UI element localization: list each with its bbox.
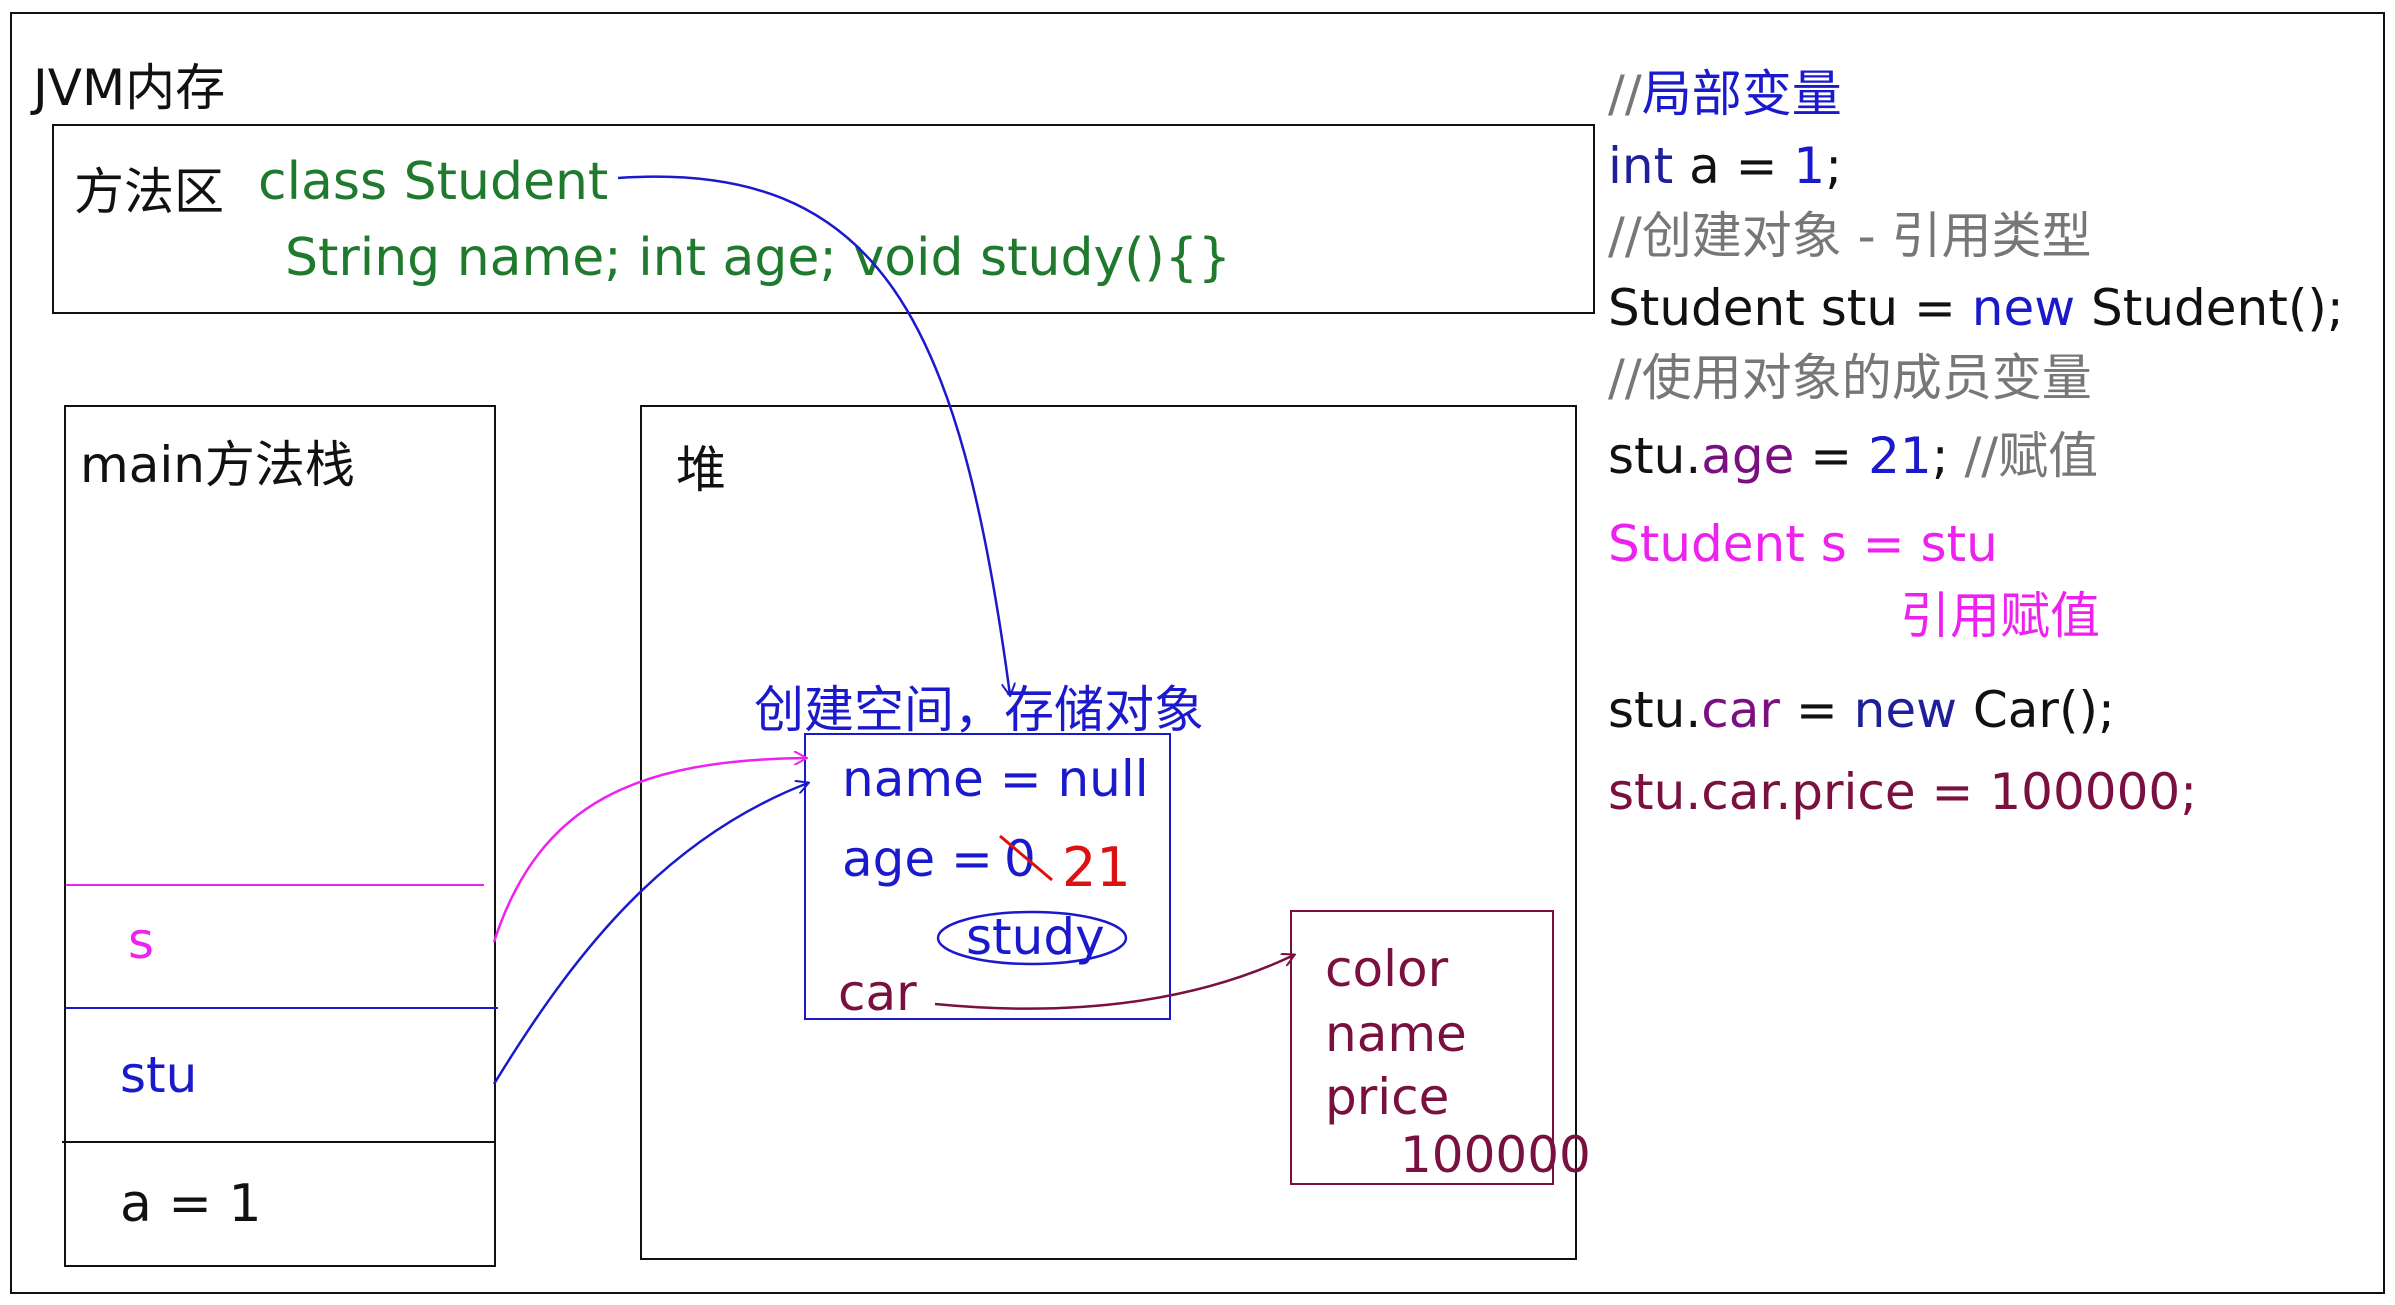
class-members: String name; int age; void study(){} [285,228,1232,288]
field-age-old-value: 0 [1004,830,1036,888]
class-declaration: class Student [258,152,609,212]
code-text: stu. [1608,427,1702,485]
inline-comment: //赋值 [1964,427,2099,485]
keyword-new: new [1853,681,1957,739]
code-comment-create-object: //创建对象 - 引用类型 [1608,207,2092,265]
stack-var-a: a = 1 [120,1174,262,1234]
car-price-value: 100000 [1400,1126,1591,1184]
code-line-int-a: int a = 1; [1608,136,1842,196]
code-text: ; [1825,137,1843,195]
keyword-new: new [1971,279,2076,337]
jvm-memory-title: JVM内存 [33,59,226,117]
code-line-new-student: Student stu = new Student(); [1608,278,2344,338]
method-area-label: 方法区 [74,163,224,221]
code-text: = [1779,681,1854,739]
comment-text: 局部变量 [1641,65,1842,123]
code-line-reference-assign: Student s = stu [1608,515,1998,573]
stack-var-s: s [128,912,155,970]
number-literal: 1 [1793,137,1826,195]
object-caption: 创建空间，存储对象 [754,681,1204,739]
stack-title: main方法栈 [80,436,355,494]
code-text: Student stu = [1608,279,1972,337]
car-field-name: name [1325,1005,1467,1063]
code-line-assign-price: stu.car.price = 100000; [1608,763,2198,821]
field-age-new-value: 21 [1062,836,1131,899]
jvm-memory-frame [10,12,2385,1294]
number-literal: 21 [1868,427,1932,485]
code-line-assign-age: stu.age = 21; //赋值 [1608,426,2098,486]
field-car: car [838,964,917,1022]
stack-var-stu: stu [120,1046,198,1104]
field-ref-car: car [1701,681,1780,739]
keyword-int: int [1608,137,1674,195]
code-text: a = [1673,137,1794,195]
comment-slashes: // [1608,65,1642,123]
field-age-label: age = [842,830,993,888]
code-text: stu. [1608,681,1702,739]
field-ref-age: age [1701,427,1795,485]
reference-assign-note: 引用赋值 [1900,587,2100,645]
code-line-new-car: stu.car = new Car(); [1608,680,2115,740]
car-field-color: color [1325,940,1449,998]
heap-title: 堆 [676,441,726,499]
code-comment-member-var: //使用对象的成员变量 [1608,349,2092,407]
car-object-box [1290,910,1554,1185]
code-comment-local-var: //局部变量 [1608,64,1842,124]
code-text: ; [1931,427,1965,485]
car-field-price: price [1325,1068,1450,1126]
code-text: Student(); [2075,279,2344,337]
code-text: = [1794,427,1869,485]
field-name: name = null [842,750,1149,808]
code-text: Car(); [1956,681,2115,739]
main-method-stack [64,405,496,1267]
method-study: study [966,908,1105,966]
